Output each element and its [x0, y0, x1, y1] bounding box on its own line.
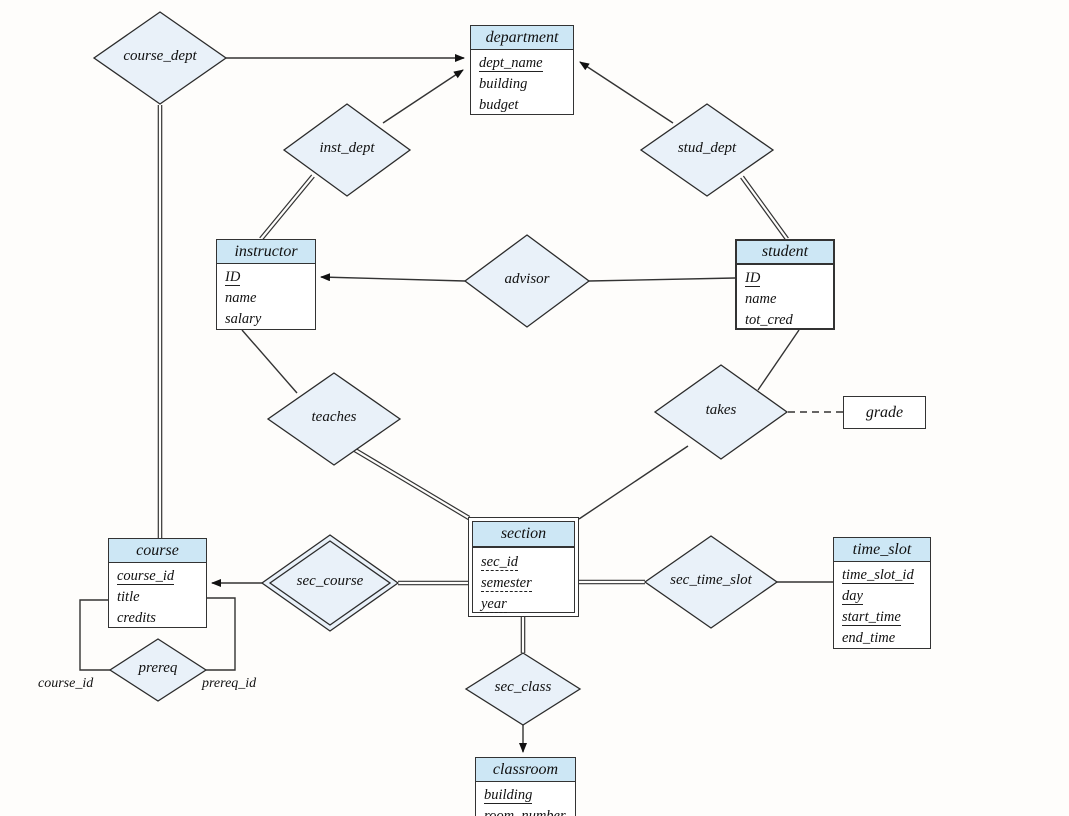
- relationship-diamond-sec_course: [260, 534, 400, 632]
- entity-section: section sec_id semester year: [468, 517, 579, 617]
- connector-inst_dept-instructor-l0: [259, 174, 313, 239]
- relationship-label-stud_dept: stud_dept: [677, 140, 737, 156]
- entity-attribute-section-year: year: [481, 596, 507, 613]
- relationship-diamond-inst_dept: [282, 103, 412, 197]
- entity-attribute-student-tot_cred: tot_cred: [745, 312, 793, 328]
- entity-classroom: classroom building room_number: [475, 757, 576, 816]
- connector-instructor-teaches: [241, 329, 298, 394]
- entity-attribute-student-name: name: [745, 291, 777, 307]
- entity-attribute-department-dept_name: dept_name: [479, 55, 543, 72]
- entity-attribute-course-course_id: course_id: [117, 568, 175, 585]
- relationship-label-teaches: teaches: [311, 409, 357, 425]
- entity-header-course: course: [109, 539, 206, 563]
- entity-attributes-section: sec_id semester year: [473, 548, 574, 615]
- entity-attribute-course-credits: credits: [117, 610, 156, 626]
- relationship-diamond-advisor: [463, 234, 591, 328]
- relationship-label-sec_time_slot: sec_time_slot: [670, 572, 752, 588]
- connector-advisor-instructor: [320, 273, 466, 282]
- relationship-diamond-stud_dept: [639, 103, 775, 197]
- connector-teaches-section-l1: [355, 448, 471, 518]
- relationship-label-inst_dept: inst_dept: [319, 140, 375, 156]
- relationship-label-advisor: advisor: [504, 271, 550, 287]
- connector-course-prereq-left: [79, 599, 110, 671]
- relationship-diamond-prereq: [108, 638, 208, 702]
- entity-header-department: department: [471, 26, 573, 50]
- entity-header-time_slot: time_slot: [834, 538, 930, 562]
- entity-department: department dept_name building budget: [470, 25, 574, 115]
- connector-stud_dept-student-l1: [742, 175, 789, 239]
- entity-attributes-instructor: ID name salary: [217, 264, 315, 330]
- entity-attribute-time_slot-start_time: start_time: [842, 609, 901, 626]
- entity-header-instructor: instructor: [217, 240, 315, 264]
- entity-attribute-section-sec_id: sec_id: [481, 554, 519, 571]
- entity-header-classroom: classroom: [476, 758, 575, 782]
- entity-attribute-time_slot-end_time: end_time: [842, 630, 896, 646]
- entity-attribute-instructor-ID: ID: [225, 269, 241, 286]
- relationship-diamond-takes: [653, 364, 789, 460]
- entity-attribute-department-building: building: [479, 76, 528, 92]
- connector-teaches-section-l0: [353, 450, 469, 520]
- entity-attributes-department: dept_name building budget: [471, 50, 573, 116]
- relationship-diamond-sec_class: [464, 652, 582, 726]
- edge-label-prereq_id-role: prereq_id: [202, 676, 257, 691]
- relationship-label-course_dept: course_dept: [123, 48, 197, 64]
- connector-inst_dept-instructor-l1: [261, 176, 315, 241]
- connector-stud_dept-student-l0: [740, 177, 787, 241]
- entity-attribute-time_slot-time_slot_id: time_slot_id: [842, 567, 914, 584]
- relationship-label-takes: takes: [705, 402, 737, 418]
- connector-inst_dept-department: [382, 69, 464, 124]
- connector-course-prereq-right: [206, 597, 236, 671]
- entity-attribute-instructor-name: name: [225, 290, 257, 306]
- connector-takes-section: [578, 445, 689, 520]
- edge-label-course_id-role: course_id: [38, 676, 94, 691]
- entity-attribute-time_slot-day: day: [842, 588, 863, 605]
- entity-attribute-department-budget: budget: [479, 97, 519, 113]
- relationship-label-prereq: prereq: [138, 660, 178, 676]
- entity-attributes-student: ID name tot_cred: [737, 265, 833, 331]
- entity-attribute-course-title: title: [117, 589, 140, 605]
- connector-advisor-student: [588, 277, 736, 282]
- entity-header-student: student: [737, 241, 833, 265]
- entity-attribute-classroom-building: building: [484, 787, 533, 804]
- entity-attribute-instructor-salary: salary: [225, 311, 262, 327]
- entity-attribute-classroom-room_number: room_number: [484, 806, 575, 816]
- relationship-diamond-sec_time_slot: [643, 535, 779, 629]
- entity-attribute-student-ID: ID: [745, 270, 761, 287]
- connector-stud_dept-department: [579, 61, 674, 124]
- relationship-diamond-sec_course-inner: [268, 540, 392, 626]
- attribute-box-grade: grade: [843, 396, 926, 429]
- relationship-diamond-teaches: [266, 372, 402, 466]
- relationship-label-sec_course: sec_course: [296, 573, 364, 589]
- entity-header-section: section: [473, 522, 574, 548]
- entity-attributes-classroom: building room_number: [476, 782, 575, 816]
- relationship-diamond-course_dept: [92, 11, 228, 105]
- entity-attribute-section-semester: semester: [481, 575, 532, 592]
- connector-student-takes: [757, 329, 800, 391]
- relationship-label-sec_class: sec_class: [494, 679, 552, 695]
